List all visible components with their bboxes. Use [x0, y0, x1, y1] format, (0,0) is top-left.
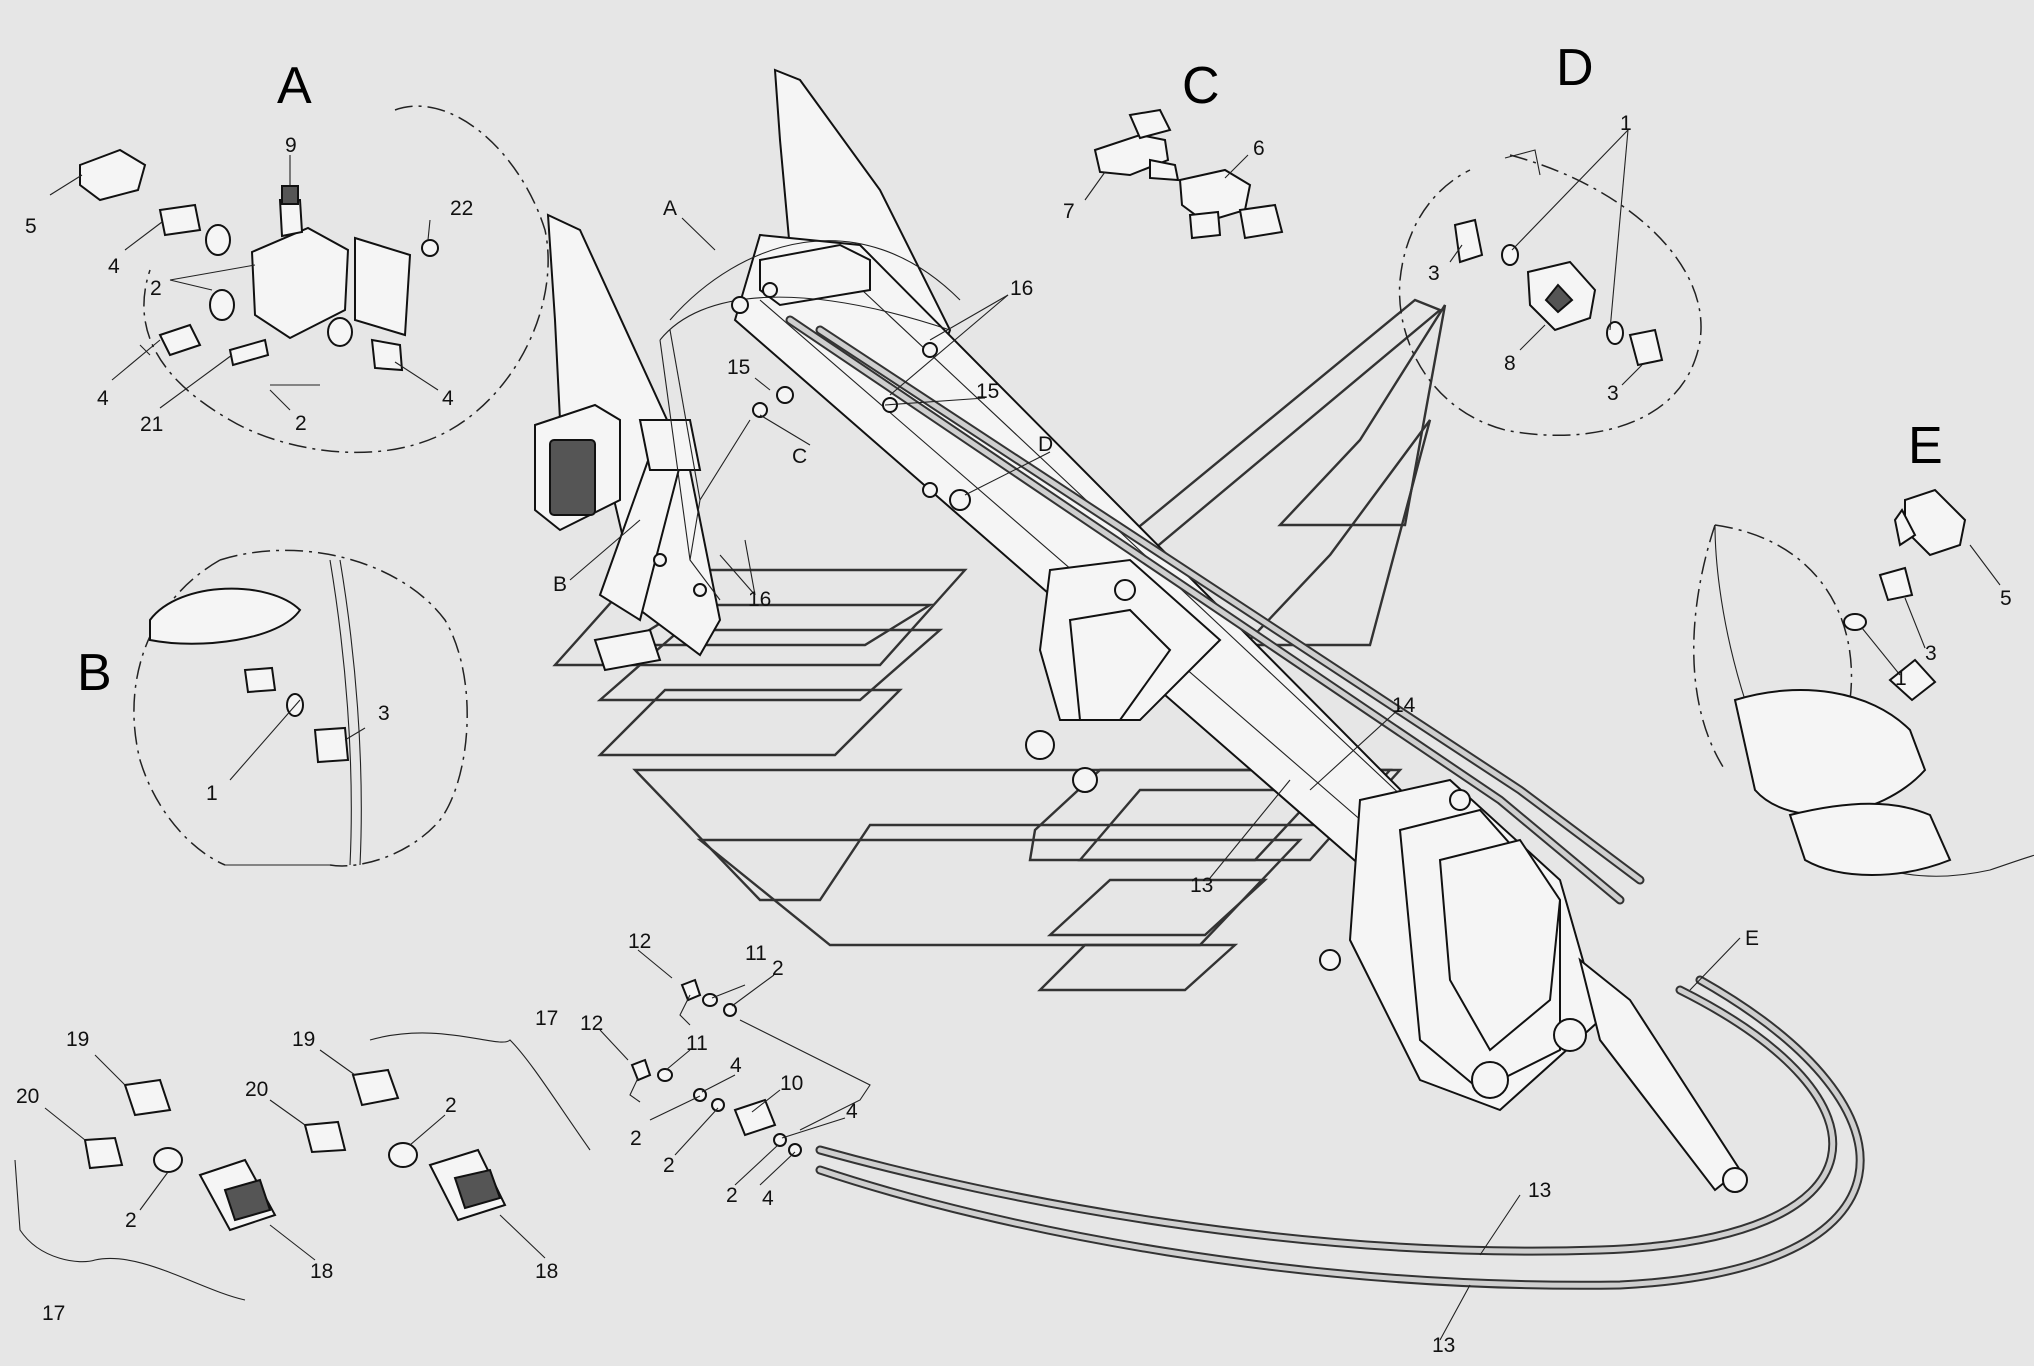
callout-4-a1: 4 — [108, 255, 120, 278]
callout-10: 10 — [780, 1072, 803, 1095]
callout-2-l: 2 — [125, 1209, 137, 1232]
callout-14-main: 14 — [1392, 694, 1416, 717]
callout-2-a2: 2 — [295, 412, 307, 435]
callout-13-main3: 13 — [1432, 1334, 1455, 1357]
ref-a: A — [663, 197, 677, 220]
callout-13-main2: 13 — [1528, 1179, 1551, 1202]
callout-21-a: 21 — [140, 413, 163, 436]
callout-19-l: 19 — [66, 1028, 89, 1051]
callout-18-r: 18 — [535, 1260, 558, 1283]
callout-2-c2: 2 — [630, 1127, 642, 1150]
callout-16-main2: 16 — [748, 588, 771, 611]
callout-12-1: 12 — [628, 930, 651, 953]
callout-6-c: 6 — [1253, 137, 1265, 160]
view-title-d: D — [1556, 39, 1594, 97]
callout-17-r: 17 — [535, 1007, 558, 1030]
view-title-b: B — [77, 644, 112, 702]
ref-e: E — [1745, 927, 1759, 950]
callout-11-1: 11 — [745, 942, 767, 965]
callout-5-a: 5 — [25, 215, 37, 238]
callout-15-main1: 15 — [976, 380, 999, 403]
callout-7-c: 7 — [1063, 200, 1075, 223]
callout-11-2: 11 — [686, 1032, 708, 1055]
callout-16-main1: 16 — [1010, 277, 1033, 300]
detail-view-b — [133, 549, 468, 867]
callout-19-r: 19 — [292, 1028, 315, 1051]
main-fittings — [653, 282, 971, 597]
callout-8-d: 8 — [1504, 352, 1516, 375]
view-title-a: A — [277, 57, 312, 115]
callout-5-e: 5 — [2000, 587, 2012, 610]
coupling-group-right — [303, 1032, 591, 1222]
callout-1-e: 1 — [1895, 667, 1907, 690]
callout-17-l: 17 — [42, 1302, 65, 1325]
callout-20-r: 20 — [245, 1078, 268, 1101]
callout-3-b: 3 — [378, 702, 390, 725]
leader-lines — [44, 129, 2001, 1341]
callout-1-d: 1 — [1620, 112, 1632, 135]
fitting-chain — [629, 978, 871, 1157]
callout-2-c1: 2 — [772, 957, 784, 980]
callout-2-c4: 2 — [726, 1184, 738, 1207]
ref-d: D — [1038, 433, 1053, 456]
callout-3-e: 3 — [1925, 642, 1937, 665]
callout-2-c3: 2 — [663, 1154, 675, 1177]
callout-13-main1: 13 — [1190, 874, 1213, 897]
callout-4-a2: 4 — [97, 387, 109, 410]
callout-9-a: 9 — [285, 134, 297, 157]
callout-2-a1: 2 — [150, 277, 162, 300]
detail-view-e — [1693, 488, 2034, 877]
hoses — [659, 240, 1865, 1290]
ref-b: B — [553, 573, 567, 596]
callout-4-c3: 4 — [762, 1187, 774, 1210]
callout-4-c1: 4 — [730, 1054, 742, 1077]
callout-18-l: 18 — [310, 1260, 333, 1283]
callout-20-l: 20 — [16, 1085, 39, 1108]
view-title-c: C — [1182, 57, 1220, 115]
detail-view-c — [1093, 108, 1284, 240]
callout-1-b: 1 — [206, 782, 218, 805]
callout-3-d2: 3 — [1607, 382, 1619, 405]
callout-12-2: 12 — [580, 1012, 603, 1035]
ref-c: C — [792, 445, 807, 468]
detail-view-a — [79, 105, 549, 454]
callout-22-a: 22 — [450, 197, 473, 220]
coupling-group-left — [14, 1078, 277, 1301]
callout-15-main2: 15 — [727, 356, 750, 379]
watermark-logo — [552, 298, 1447, 992]
view-title-e: E — [1908, 417, 1943, 475]
callout-4-c2: 4 — [846, 1100, 858, 1123]
callout-4-a3: 4 — [442, 387, 454, 410]
callout-3-d1: 3 — [1428, 262, 1440, 285]
callout-2-r: 2 — [445, 1094, 457, 1117]
